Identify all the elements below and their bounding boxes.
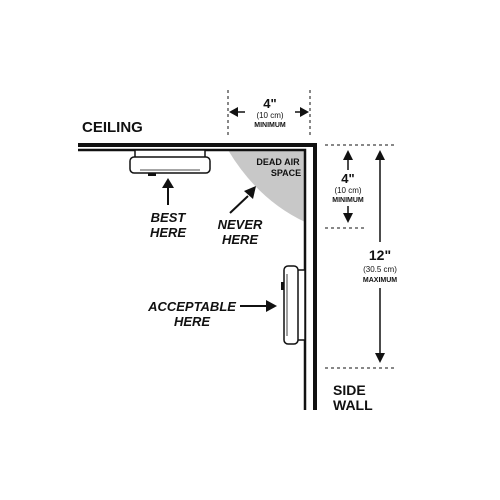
large-dimension-text-backing [352,242,408,288]
dead-air-label-line2: SPACE [271,168,301,178]
dead-air-label-line1: DEAD AIR [256,157,300,167]
acceptable-arrow [240,300,277,312]
top-dimension-qualifier: MINIMUM [254,122,286,129]
side-wall-label-line2: WALL [333,397,373,413]
never-here-label-line1: NEVER [218,217,263,232]
small-dimension-qualifier: MINIMUM [332,197,364,204]
never-arrow [229,186,256,214]
best-arrow [162,178,174,205]
wall-detector [281,265,306,345]
best-here-label-line1: BEST [151,210,187,225]
ceiling-label: CEILING [82,119,143,136]
small-dimension-metric: (10 cm) [334,186,361,195]
ceiling-detector [129,149,211,176]
ceiling-wall-outer-line [78,143,317,410]
best-here-label-line2: HERE [150,225,186,240]
acceptable-here-label-line1: ACCEPTABLE [147,299,236,314]
small-dimension-value: 4" [341,171,354,186]
large-dimension-qualifier: MAXIMUM [363,277,397,284]
top-dimension-text-backing [245,94,295,130]
never-here-label-line2: HERE [222,232,258,247]
dead-air-space-region [228,150,305,222]
side-wall-label-line1: SIDE [333,382,366,398]
large-dimension-value: 12" [369,247,391,263]
acceptable-here-label-line2: HERE [174,314,210,329]
large-dimension-metric: (30.5 cm) [363,265,397,274]
small-dimension-text-backing [322,170,374,206]
pointer-arrows [162,178,277,312]
top-dimension-metric: (10 cm) [256,111,283,120]
top-dimension-value: 4" [263,96,276,111]
